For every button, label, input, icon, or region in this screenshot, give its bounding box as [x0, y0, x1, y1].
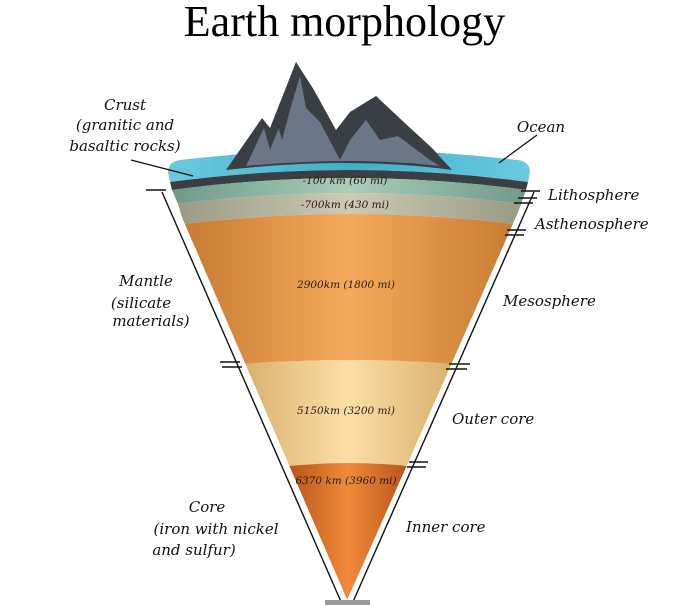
depth-outer-core: 5150km (3200 mi) — [297, 405, 395, 417]
crust-leader-line — [130, 159, 194, 177]
depth-mesosphere: 2900km (1800 mi) — [296, 279, 395, 291]
label-mantle-line2: (silicate — [111, 294, 171, 312]
ocean-leader-line — [498, 134, 538, 164]
label-crust: Crust — [104, 96, 147, 114]
label-crust-line2: (granitic and — [76, 116, 174, 134]
lithosphere-layer — [172, 178, 526, 204]
boundary-markers — [220, 190, 540, 468]
cone-outline — [146, 189, 535, 605]
mesosphere-layer — [184, 214, 514, 364]
label-mesosphere: Mesosphere — [502, 292, 596, 310]
label-lithosphere: Lithosphere — [547, 186, 639, 204]
label-asthenosphere: Asthenosphere — [533, 215, 649, 233]
label-mantle-line3: materials) — [112, 312, 189, 330]
label-mantle: Mantle — [118, 272, 173, 290]
label-inner-core: Inner core — [405, 518, 486, 536]
diagram-title: Earth morphology — [183, 0, 506, 46]
depth-asthenosphere: -700km (430 mi) — [301, 199, 389, 211]
crust-layer — [170, 170, 528, 190]
label-core: Core — [189, 498, 226, 516]
label-outer-core: Outer core — [452, 410, 534, 428]
depth-lithosphere: -100 km (60 mi) — [303, 175, 388, 187]
label-crust-line3: basaltic rocks) — [69, 137, 180, 155]
label-core-line3: and sulfur) — [152, 541, 236, 559]
tip-shadow — [325, 600, 370, 605]
outer-core-layer — [244, 360, 452, 466]
mountain-icon — [226, 62, 452, 170]
label-core-line2: (iron with nickel — [154, 520, 279, 538]
asthenosphere-layer — [178, 193, 521, 224]
label-ocean: Ocean — [517, 118, 565, 136]
inner-core-layer — [289, 463, 407, 600]
depth-inner-core: 6370 km (3960 mi) — [295, 475, 396, 487]
